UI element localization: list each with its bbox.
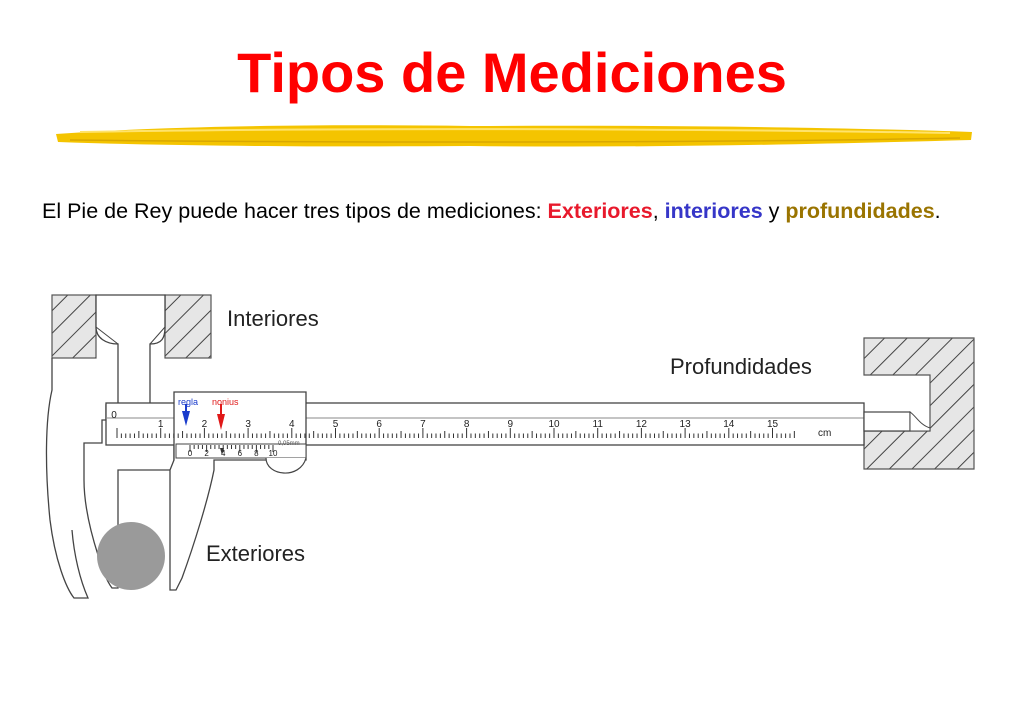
title-underline-brush xyxy=(56,125,972,147)
interior-workpiece-right xyxy=(164,294,212,359)
main-scale-number: 0 xyxy=(111,410,117,421)
fixed-jaw-outer xyxy=(45,358,89,599)
main-scale-number: 12 xyxy=(636,419,648,430)
nonius-label: nonius xyxy=(212,397,239,407)
nonius-arrow-icon xyxy=(217,414,225,430)
vernier-number: 2 xyxy=(204,449,209,458)
main-scale-number: 1 xyxy=(158,419,164,430)
main-scale-number: 13 xyxy=(680,419,692,430)
main-scale-number: 5 xyxy=(333,419,339,430)
term-interiores: interiores xyxy=(664,198,763,223)
main-scale-number: 14 xyxy=(723,419,735,430)
sliding-jaw xyxy=(169,391,307,591)
label-interiores: Interiores xyxy=(227,306,319,331)
main-scale-number: 4 xyxy=(289,419,295,430)
main-scale xyxy=(116,428,795,438)
term-exteriores: Exteriores xyxy=(547,198,653,223)
main-scale-number: 2 xyxy=(202,419,208,430)
intro-text: El Pie de Rey puede hacer tres tipos de … xyxy=(42,198,941,223)
slide-title: Tipos de Mediciones xyxy=(237,41,787,104)
main-scale-number: 9 xyxy=(508,419,514,430)
measured-ball xyxy=(97,522,165,590)
term-profundidades: profundidades xyxy=(785,198,935,223)
main-scale-number: 15 xyxy=(767,419,779,430)
depth-rod xyxy=(863,411,911,432)
vernier-zero-arrow-icon xyxy=(220,448,224,455)
regla-arrow-icon xyxy=(182,411,190,426)
unit-label: cm xyxy=(818,428,831,439)
label-profundidades: Profundidades xyxy=(670,354,812,379)
vernier-number: 8 xyxy=(254,449,259,458)
vernier-scale-numbers: 0 2 4 6 8 10 xyxy=(188,449,278,458)
vernier-number: 6 xyxy=(238,449,243,458)
label-exteriores: Exteriores xyxy=(206,541,305,566)
interior-workpiece-left xyxy=(51,294,97,359)
vernier-scale xyxy=(189,445,274,452)
main-scale-number: 6 xyxy=(376,419,382,430)
thumb-wheel xyxy=(265,457,307,474)
depth-workpiece xyxy=(863,337,975,470)
regla-label: regla xyxy=(178,397,198,407)
main-scale-number: 11 xyxy=(593,419,604,430)
resolution-label: 0,05mm xyxy=(278,441,300,447)
vernier-number: 10 xyxy=(269,449,278,458)
main-scale-number: 3 xyxy=(245,419,251,430)
vernier-number: 0 xyxy=(188,449,193,458)
main-scale-number: 8 xyxy=(464,419,470,430)
vernier-number: 4 xyxy=(221,449,226,458)
main-scale-number: 10 xyxy=(548,419,560,430)
main-scale-number: 7 xyxy=(420,419,426,430)
